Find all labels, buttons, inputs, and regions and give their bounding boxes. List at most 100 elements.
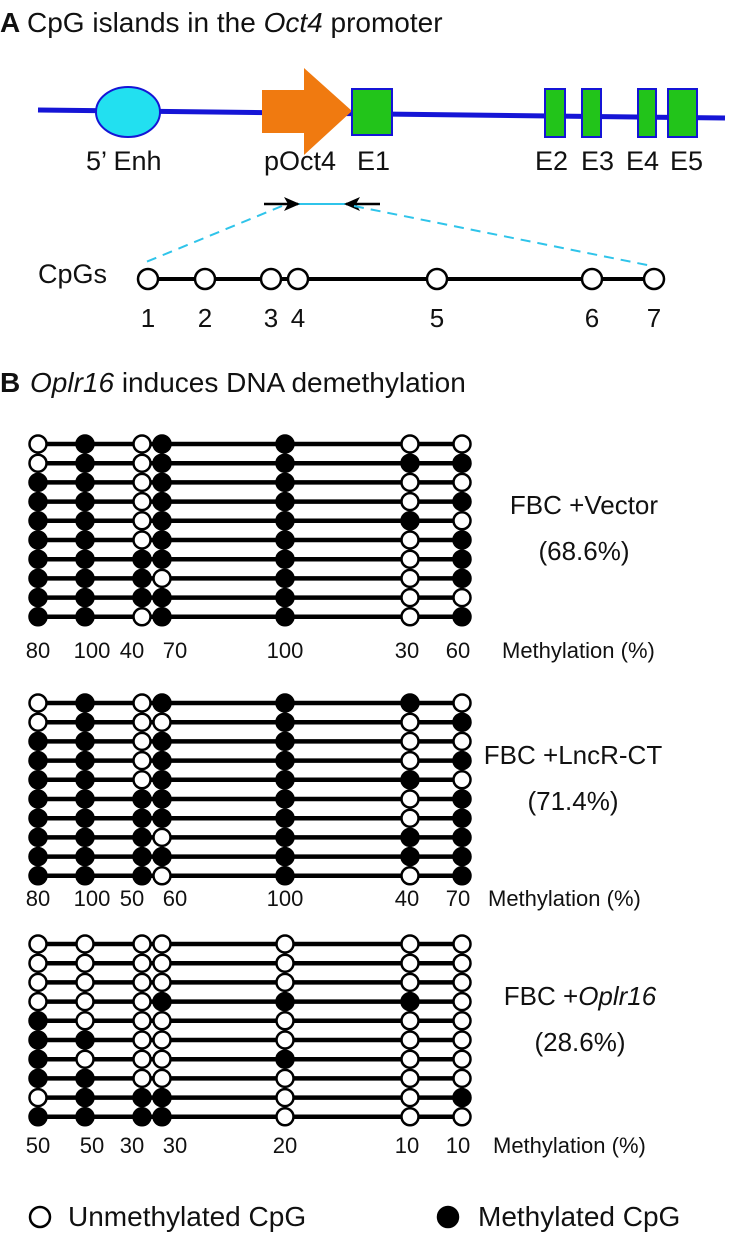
unmethylated-cpg (400, 472, 420, 493)
panel-b-title: Oplr16 induces DNA demethylation (30, 367, 466, 398)
unmethylated-cpg (152, 1030, 172, 1050)
unmethylated-cpg (400, 1049, 420, 1069)
unmethylated-cpg (452, 770, 472, 790)
methylated-cpg (152, 511, 172, 531)
methylated-cpg (132, 587, 152, 608)
clone-row (28, 693, 472, 713)
methylated-cpg (75, 472, 95, 493)
label-e4: E4 (626, 146, 659, 176)
overall-methylation: (68.6%) (538, 536, 629, 566)
unmethylated-cpg (452, 991, 472, 1012)
cpg-number-4: 4 (291, 303, 305, 333)
cpg-site-1 (136, 267, 160, 291)
methylated-cpg (28, 1049, 48, 1069)
unmethylated-cpg (400, 712, 420, 732)
cpg-number-2: 2 (198, 303, 212, 333)
unmethylated-cpg (28, 434, 48, 454)
unmethylated-cpg (132, 434, 152, 454)
methylation-percent-cpg-3: 40 (120, 638, 144, 663)
clone-row (28, 1030, 472, 1050)
exon-e3 (581, 88, 602, 138)
clone-row (28, 953, 472, 973)
methylated-cpg (152, 1087, 172, 1108)
unmethylated-cpg (275, 1030, 295, 1050)
methylated-cpg (452, 712, 472, 732)
unmethylated-cpg (400, 549, 420, 569)
unmethylated-cpg (132, 607, 152, 627)
methylated-cpg (75, 549, 95, 569)
methylated-cpg (275, 607, 295, 627)
label-e1: E1 (357, 146, 390, 176)
unmethylated-cpg (275, 1087, 295, 1108)
legend-unmethylated-marker (28, 1205, 52, 1229)
methylated-cpg (75, 789, 95, 809)
zoom-line-right (353, 205, 653, 267)
methylated-cpg (275, 530, 295, 550)
unmethylated-cpg (452, 587, 472, 608)
overall-methylation: (28.6%) (534, 1027, 625, 1057)
methylated-cpg (75, 530, 95, 550)
methylated-cpg (275, 827, 295, 848)
cpgs-label: CpGs (38, 259, 107, 289)
methylated-cpg (28, 789, 48, 809)
methylated-cpg (275, 549, 295, 569)
clone-row (28, 1049, 472, 1069)
unmethylated-cpg (132, 511, 152, 531)
legend-methylated-marker (436, 1205, 460, 1229)
methylated-cpg (275, 587, 295, 608)
unmethylated-cpg (132, 1049, 152, 1069)
unmethylated-cpg (28, 693, 48, 713)
methylated-cpg (75, 750, 95, 771)
unmethylated-cpg (452, 693, 472, 713)
methylation-percent-cpg-6: 30 (395, 638, 419, 663)
methylated-cpg (275, 866, 295, 886)
methylated-cpg (132, 808, 152, 828)
unmethylated-cpg (400, 587, 420, 608)
methylated-cpg (75, 846, 95, 867)
clone-row (28, 587, 472, 608)
overall-methylation: (71.4%) (527, 786, 618, 816)
unmethylated-cpg (28, 934, 48, 954)
unmethylated-cpg (132, 1030, 152, 1050)
methylated-cpg (152, 991, 172, 1012)
methylated-cpg (275, 991, 295, 1012)
methylated-cpg (275, 453, 295, 473)
unmethylated-cpg (75, 991, 95, 1012)
clone-row (28, 750, 472, 771)
unmethylated-cpg (400, 491, 420, 512)
unmethylated-cpg (132, 770, 152, 790)
methylated-cpg (275, 693, 295, 713)
methylated-cpg (28, 587, 48, 608)
unmethylated-cpg (452, 972, 472, 993)
cpg-site-2 (193, 267, 217, 291)
methylated-cpg (152, 453, 172, 473)
unmethylated-cpg (400, 1011, 420, 1031)
methylated-cpg (28, 1068, 48, 1089)
methylated-cpg (75, 511, 95, 531)
panel-a: A CpG islands in the Oct4 promoter 5’ En… (0, 7, 726, 333)
unmethylated-cpg (452, 1107, 472, 1127)
cpg-number-7: 7 (647, 303, 661, 333)
methylation-percent-cpg-5: 100 (267, 886, 304, 911)
methylated-cpg (275, 472, 295, 493)
unmethylated-cpg (400, 1107, 420, 1127)
cpg-number-6: 6 (585, 303, 599, 333)
clone-row (28, 846, 472, 867)
unmethylated-cpg (400, 808, 420, 828)
methylated-cpg (452, 568, 472, 589)
methylated-cpg (28, 530, 48, 550)
methylated-cpg (28, 750, 48, 771)
methylated-cpg (452, 607, 472, 627)
unmethylated-cpg (452, 1030, 472, 1050)
methylated-cpg (28, 808, 48, 828)
clone-row (28, 731, 472, 752)
methylation-axis-label: Methylation (%) (493, 1133, 646, 1158)
methylated-cpg (152, 549, 172, 569)
methylation-axis-label: Methylation (%) (488, 886, 641, 911)
unmethylated-cpg (400, 1087, 420, 1108)
unmethylated-cpg (152, 953, 172, 973)
